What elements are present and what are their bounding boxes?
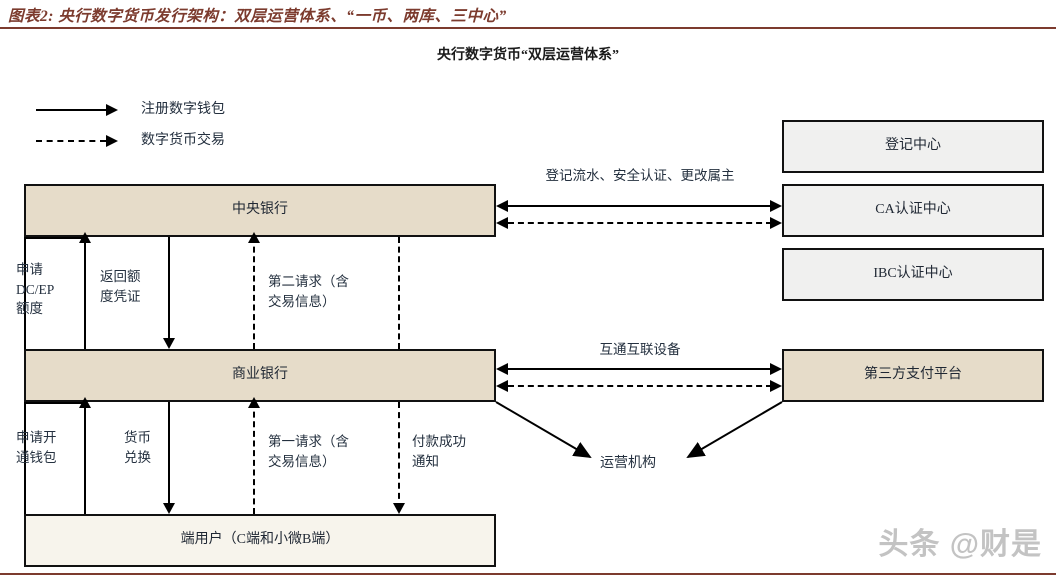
- arrowhead-icon: [770, 380, 782, 392]
- edge-commercial-thirdparty-solid: [508, 368, 772, 370]
- arrowhead-icon: [163, 338, 175, 349]
- edge-apply-quota-top: [24, 237, 86, 239]
- edge-open-wallet-top: [24, 402, 86, 404]
- node-label-end-users: 端用户（C端和小微B端）: [180, 532, 340, 548]
- node-third-party-pay[interactable]: 第三方支付平台: [782, 349, 1044, 402]
- edge-thirdparty-to-operating: [686, 401, 783, 459]
- arrowhead-icon: [770, 200, 782, 212]
- watermark: 头条 @财是: [878, 528, 1042, 561]
- chart-subtitle: 央行数字货币“双层运营体系”: [437, 48, 619, 63]
- edge-central-bank-ca-solid: [508, 205, 772, 207]
- arrowhead-icon: [393, 503, 405, 514]
- node-label-registry-center: 登记中心: [885, 138, 941, 154]
- node-commercial-bank[interactable]: 商业银行: [24, 349, 496, 402]
- edge-label-second-request: 第二请求（含交易信息）: [268, 274, 349, 309]
- edge-label-interconnect: 互通互联设备: [599, 342, 681, 357]
- legend-label-currency-transaction: 数字货币交易: [141, 133, 225, 148]
- arrowhead-icon: [496, 363, 508, 375]
- node-label-operating-org: 运营机构: [600, 456, 656, 471]
- title-divider: [0, 27, 1056, 29]
- node-end-users[interactable]: 端用户（C端和小微B端）: [24, 514, 496, 567]
- arrowhead-icon: [248, 232, 260, 243]
- legend-item-currency-transaction: 数字货币交易: [36, 131, 276, 151]
- node-label-commercial-bank: 商业银行: [232, 367, 288, 383]
- edge-first-request-line: [253, 402, 255, 514]
- edge-return-cert-line: [168, 237, 170, 344]
- arrowhead-icon: [163, 503, 175, 514]
- edge-label-first-request: 第一请求（含交易信息）: [268, 434, 349, 469]
- legend-item-register-wallet: 注册数字钱包: [36, 100, 276, 120]
- edge-payment-channel-upper: [398, 237, 400, 349]
- edge-label-return-quota-cert: 返回额度凭证: [100, 269, 141, 304]
- edges-to-operating-org: [495, 401, 783, 459]
- edge-label-registry-flow: 登记流水、安全认证、更改属主: [545, 168, 735, 183]
- edge-open-wallet-line: [84, 402, 86, 514]
- dashed-arrow-icon: [36, 140, 106, 142]
- figure-title: 图表2: 央行数字货币发行架构：双层运营体系、“一币、两库、三中心”: [8, 8, 507, 25]
- node-label-third-party-pay: 第三方支付平台: [864, 367, 962, 383]
- node-ca-center[interactable]: CA认证中心: [782, 184, 1044, 237]
- arrowhead-icon: [248, 397, 260, 408]
- node-registry-center[interactable]: 登记中心: [782, 120, 1044, 173]
- node-central-bank[interactable]: 中央银行: [24, 184, 496, 237]
- edge-payment-success-line: [398, 402, 400, 509]
- edge-label-apply-open-wallet: 申请开通钱包: [16, 430, 57, 465]
- edge-central-bank-ca-dashed: [508, 222, 772, 224]
- edge-label-currency-exchange: 货币兑换: [124, 430, 151, 465]
- legend-label-register-wallet: 注册数字钱包: [141, 102, 225, 117]
- solid-arrow-icon: [36, 109, 106, 111]
- arrowhead-icon: [770, 217, 782, 229]
- arrowhead-icon: [496, 200, 508, 212]
- edge-label-payment-success: 付款成功通知: [412, 434, 466, 469]
- edge-apply-quota-riser-left: [24, 237, 26, 349]
- edge-open-wallet-riser-left: [24, 402, 26, 514]
- arrowhead-icon: [496, 217, 508, 229]
- node-operating-org: 运营机构: [600, 452, 656, 472]
- arrowhead-icon: [496, 380, 508, 392]
- edge-second-request-line: [253, 237, 255, 349]
- edge-currency-exchange-line: [168, 402, 170, 509]
- arrowhead-icon: [770, 363, 782, 375]
- node-ibc-center[interactable]: IBC认证中心: [782, 248, 1044, 301]
- arrowhead-icon: [79, 397, 91, 408]
- edge-commercial-to-operating: [495, 401, 592, 459]
- arrowhead-icon: [106, 104, 118, 116]
- edge-commercial-thirdparty-dashed: [508, 385, 772, 387]
- node-label-ca-center: CA认证中心: [875, 202, 951, 218]
- edge-apply-quota-line: [84, 237, 86, 349]
- node-label-central-bank: 中央银行: [232, 202, 288, 218]
- arrowhead-icon: [79, 232, 91, 243]
- bottom-divider: [0, 573, 1056, 575]
- arrowhead-icon: [106, 135, 118, 147]
- node-label-ibc-center: IBC认证中心: [873, 266, 953, 282]
